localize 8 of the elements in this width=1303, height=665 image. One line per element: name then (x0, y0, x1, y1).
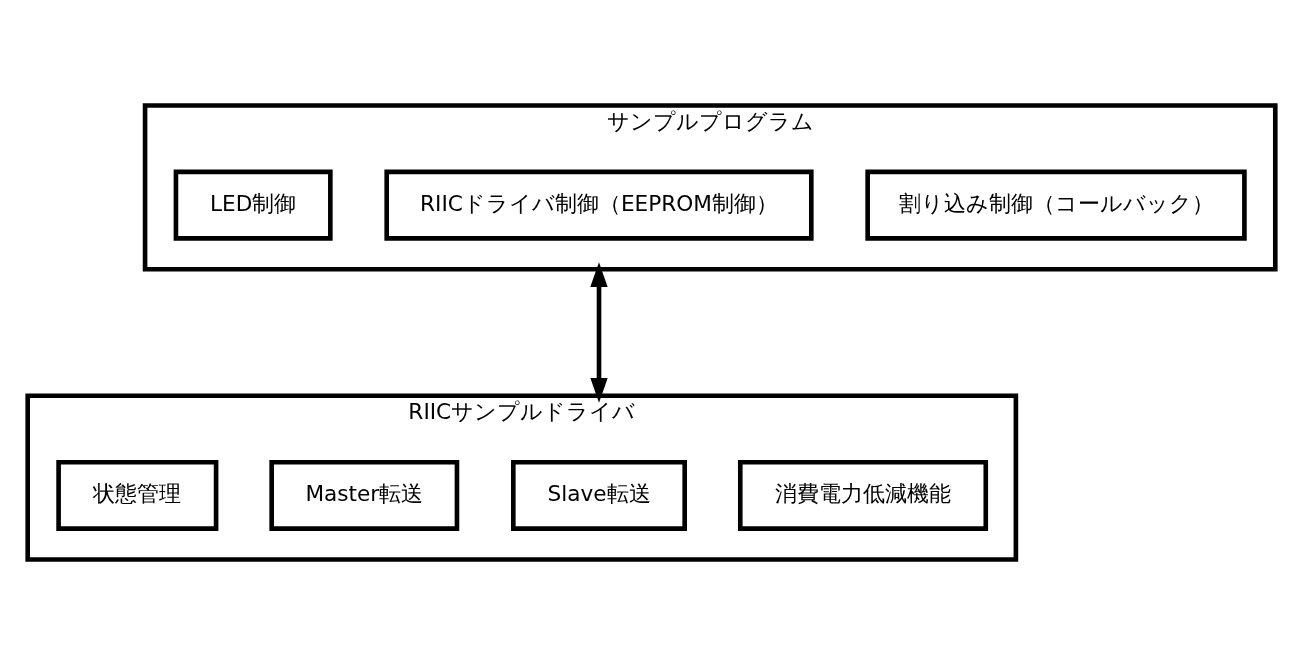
node-box: Master転送 (269, 459, 460, 531)
arrow (590, 262, 608, 403)
node-box: 消費電力低減機能 (737, 459, 989, 531)
node-box: 割り込み制御（コールバック） (865, 169, 1247, 241)
node-box: RIICドライバ制御（EEPROM制御） (384, 169, 814, 241)
node-box: Slave転送 (511, 459, 687, 531)
node-box: 状態管理 (56, 459, 219, 531)
node-box: LED制御 (173, 169, 333, 241)
